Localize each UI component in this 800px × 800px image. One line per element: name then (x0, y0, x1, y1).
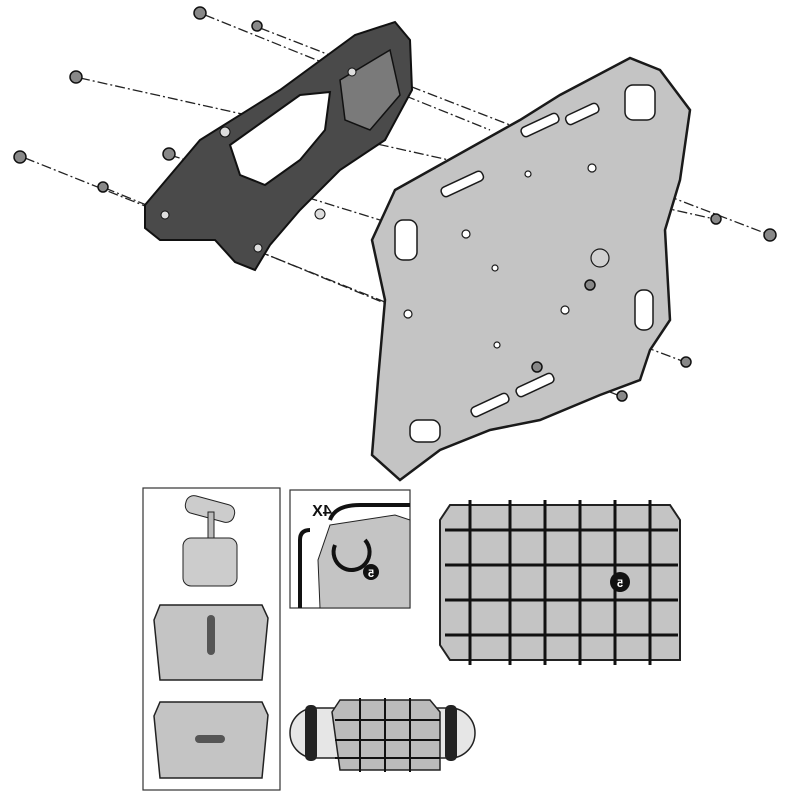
skateboard-view (289, 698, 476, 772)
panel-variants (142, 487, 281, 791)
cargo-net-view: 5 (439, 500, 681, 665)
screws (13, 6, 777, 402)
net-number: 5 (617, 578, 623, 590)
nut-icon (193, 6, 207, 20)
carrier-plate (370, 56, 692, 482)
detail-number: 5 (368, 568, 374, 580)
mounting-bracket (144, 20, 414, 272)
detail-inset: 5 4X (289, 489, 411, 609)
quantity-label: 4X (312, 503, 332, 520)
